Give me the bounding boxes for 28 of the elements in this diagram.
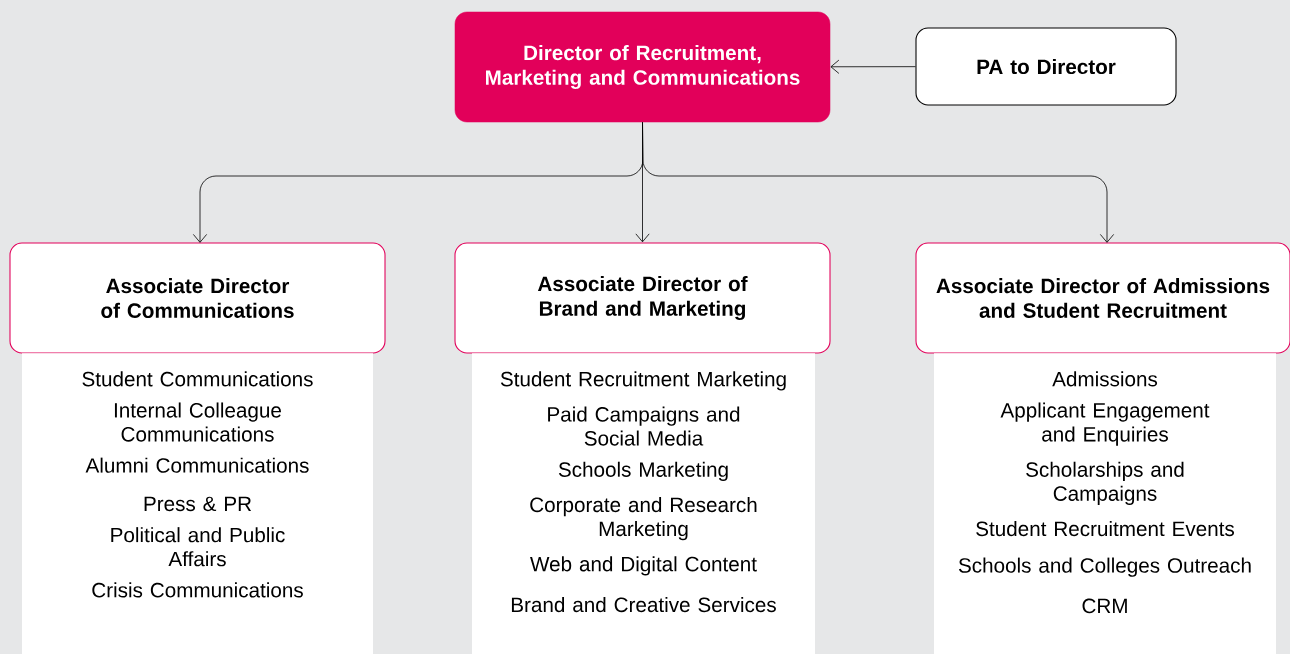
team-list-panel: [22, 353, 373, 654]
arrow: [642, 121, 1115, 243]
team-name: Student Communications: [82, 371, 313, 387]
team-name: Schools and Colleges Outreach: [958, 557, 1251, 577]
team-list-panel: [934, 353, 1276, 654]
department-box: Associate Director of Brand and Marketing: [454, 242, 831, 354]
team-name: Paid Campaigns and Social Media: [548, 406, 740, 446]
director-box: Director of Recruitment, Marketing and Communications: [454, 11, 831, 123]
team-name: Internal Colleague Communications: [114, 402, 281, 442]
team-list-panel: [472, 353, 815, 654]
team-name: Applicant Engagement and Enquiries: [1000, 402, 1210, 446]
team-name: Web and Digital Content: [530, 556, 757, 576]
team-name: Admissions: [1052, 371, 1158, 387]
team-name: Student Recruitment Marketing: [500, 371, 786, 391]
team-name: Press & PR: [144, 496, 252, 512]
department-box: Associate Director of Admissions and Student Recruitment: [915, 242, 1290, 354]
team-name: Student Recruitment Events: [976, 521, 1234, 537]
team-name: Schools Marketing: [558, 461, 728, 481]
team-name: Alumni Communications: [85, 457, 309, 473]
assistant-box: PA to Director: [915, 27, 1177, 106]
department-box: Associate Director of Communications: [9, 242, 386, 354]
team-name: Corporate and Research Marketing: [530, 497, 757, 541]
team-name: Brand and Creative Services: [511, 596, 776, 613]
team-name: CRM: [1082, 598, 1127, 614]
team-name: Scholarships and Campaigns: [1026, 461, 1184, 505]
arrow: [830, 59, 916, 74]
team-name: Political and Public Affairs: [111, 527, 285, 567]
team-name: Crisis Communications: [92, 582, 303, 598]
